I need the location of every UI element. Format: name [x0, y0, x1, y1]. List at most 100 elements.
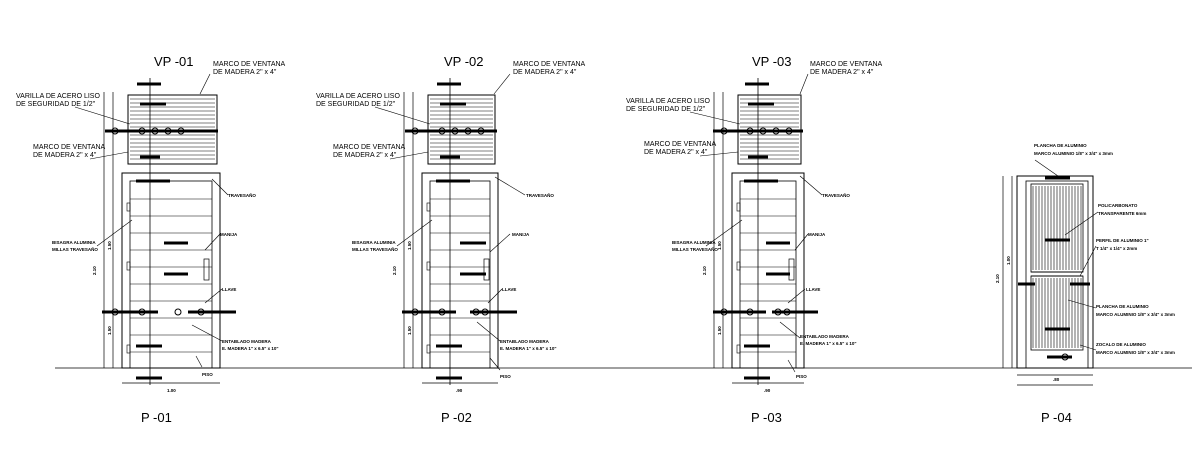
height-dim: 2.10 — [392, 266, 397, 275]
frame2-label-line2: DE MADERA 2" x 4" — [333, 152, 397, 159]
hinge — [426, 261, 431, 271]
leader-lines — [689, 73, 823, 373]
door-handle — [788, 258, 795, 281]
p04-right3-label-2: MARCO ALUMINIO 1/8" x 3/4" x 3mm — [1096, 312, 1175, 317]
label-llave: LLAVE — [222, 287, 236, 292]
label-piso: PISO — [796, 374, 807, 379]
marker-dot — [481, 308, 489, 316]
label-bisagra-1: BISAGRA ALUMINIA — [352, 240, 396, 245]
hinge — [126, 261, 131, 271]
p04-hatch-top — [1032, 186, 1082, 270]
p04-right3-label-1: PLANCHA DE ALUMINIO — [1096, 304, 1149, 309]
frame2-label-line1: MARCO DE VENTANA — [644, 141, 717, 148]
bar-dot — [164, 127, 172, 135]
label-travesano: TRAVESAÑO — [228, 192, 256, 198]
p04-top-label-2: MARCO ALUMINIO 1/8" x 3/4" x 3mm — [1034, 151, 1113, 156]
door-leaf — [129, 180, 213, 369]
door-handle — [203, 258, 210, 281]
marker-dot — [1061, 353, 1069, 361]
marker-dot — [774, 308, 782, 316]
width-dim: .90 — [764, 388, 771, 393]
hinge — [736, 202, 741, 212]
label-llave: LLAVE — [502, 287, 516, 292]
unit-1: VP -01 MARCO DE VENTANA DE MADERA 2" x 4… — [16, 54, 286, 425]
leader-lines — [374, 73, 526, 371]
height-dim-c: 1.50 — [107, 326, 112, 335]
height-dim-c: 1.50 — [407, 326, 412, 335]
door-title: P -03 — [751, 410, 782, 425]
height-dim-b: 1.50 — [407, 241, 412, 250]
height-dim-c: 1.50 — [717, 326, 722, 335]
height-dim-b: 1.00 — [1006, 256, 1011, 265]
bar-dot — [151, 127, 159, 135]
p04-panel-top — [1030, 183, 1084, 273]
marker-dot — [138, 308, 146, 316]
label-manija: MANIJA — [808, 232, 826, 237]
hinge — [426, 202, 431, 212]
frame-label-line2: DE MADERA 2" x 4" — [810, 69, 874, 76]
label-entablado-2: E. MADERA 1" x 6.5" x 10" — [800, 341, 857, 346]
height-dim-b: 1.50 — [107, 241, 112, 250]
label-entablado-1: ENTABLADO MADERA — [500, 339, 550, 344]
frame-label-line1: MARCO DE VENTANA — [810, 61, 883, 68]
bar-dot — [785, 127, 793, 135]
frame2-label-line1: MARCO DE VENTANA — [33, 144, 106, 151]
bar-dot — [464, 127, 472, 135]
p04-panel-bottom — [1030, 275, 1084, 351]
p04-hatch-bottom — [1032, 278, 1082, 348]
bar-dot — [451, 127, 459, 135]
marker-dot — [438, 308, 446, 316]
bar-dot — [477, 127, 485, 135]
door-frame — [121, 172, 221, 369]
label-bisagra-1: BISAGRA ALUMINIA — [672, 240, 716, 245]
height-dim: 2.10 — [995, 274, 1000, 283]
label-entablado-2: E. MADERA 1" x 6.5" x 10" — [500, 346, 557, 351]
door-title: P -01 — [141, 410, 172, 425]
marker-dot — [720, 308, 728, 316]
door-title: P -02 — [441, 410, 472, 425]
leader-lines — [74, 73, 229, 368]
width-dim: .80 — [1053, 377, 1060, 382]
unit-3: VP -03 MARCO DE VENTANA DE MADERA 2" x 4… — [626, 54, 883, 425]
door-frame — [731, 172, 805, 369]
label-llave: LLAVE — [806, 287, 820, 292]
hinge — [736, 261, 741, 271]
window-title: VP -03 — [752, 54, 792, 69]
hinge — [126, 344, 131, 354]
bar-dot — [438, 127, 446, 135]
frame-label-line1: MARCO DE VENTANA — [213, 61, 286, 68]
label-manija: MANIJA — [512, 232, 530, 237]
unit-2: VP -02 MARCO DE VENTANA DE MADERA 2" x 4… — [316, 54, 586, 425]
p04-right4-label-2: MARCO ALUMINIO 1/8" x 3/4" x 3mm — [1096, 350, 1175, 355]
label-travesano: TRAVESAÑO — [822, 192, 850, 198]
bar-label-line2: DE SEGURIDAD DE 1/2" — [316, 101, 396, 108]
door-panels — [130, 198, 212, 353]
width-dim: 1.00 — [167, 388, 176, 393]
door-panels — [430, 198, 490, 353]
door-handle — [483, 258, 490, 281]
bar-label-line1: VARILLA DE ACERO LISO — [316, 93, 400, 100]
unit-4: 2.10 1.00 .80 PLANCHA DE ALUMINIO MARCO … — [995, 143, 1175, 425]
label-entablado-1: ENTABLADO MADERA — [800, 334, 850, 339]
p04-right2-label-2: T 1/4" x 1/4" x 2mm — [1096, 246, 1137, 251]
hinge — [736, 344, 741, 354]
label-travesano: TRAVESAÑO — [526, 192, 554, 198]
door-leaf — [1025, 180, 1089, 369]
window-title: VP -01 — [154, 54, 194, 69]
label-piso: PISO — [500, 374, 511, 379]
bar-label-line1: VARILLA DE ACERO LISO — [16, 93, 100, 100]
marker-dot — [111, 308, 119, 316]
marker-dot — [197, 308, 205, 316]
door-frame — [421, 172, 499, 369]
hinge — [426, 344, 431, 354]
height-dim: 2.10 — [92, 266, 97, 275]
window-slats — [740, 98, 799, 160]
door-panels — [740, 198, 796, 353]
bar-label-line2: DE SEGURIDAD DE 1/2" — [16, 101, 96, 108]
bar-dot — [720, 127, 728, 135]
door-title: P -04 — [1041, 410, 1072, 425]
label-piso: PISO — [202, 372, 213, 377]
height-dim: 2.10 — [702, 266, 707, 275]
marker-dot — [411, 308, 419, 316]
